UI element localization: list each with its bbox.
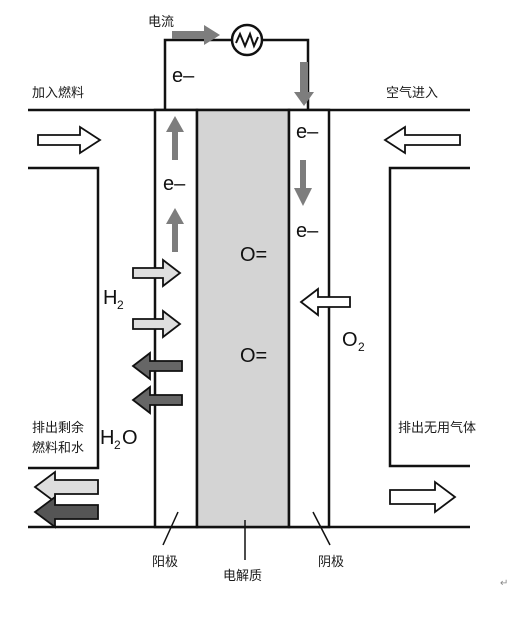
h2o-arrow-icon bbox=[131, 351, 183, 381]
electrolyte-layer bbox=[195, 108, 291, 529]
svg-text:H: H bbox=[100, 427, 114, 449]
svg-text:H: H bbox=[103, 287, 117, 309]
air-inlet-arrow-icon bbox=[383, 125, 461, 155]
exhaust-left-label-2: 燃料和水 bbox=[32, 440, 84, 456]
h2-formula: H 2 bbox=[103, 287, 124, 312]
electrolyte-label: 电解质 bbox=[223, 569, 262, 584]
cathode-plate bbox=[287, 108, 331, 529]
fuel-inlet-arrow-icon bbox=[37, 125, 102, 155]
svg-text:2: 2 bbox=[117, 298, 124, 312]
svg-text:2: 2 bbox=[114, 438, 121, 452]
air-channel-wall bbox=[388, 166, 470, 468]
oxide-ion-label-2: O= bbox=[240, 345, 267, 367]
air-in-label: 空气进入 bbox=[386, 85, 438, 101]
fuel-in-label: 加入燃料 bbox=[32, 85, 84, 101]
electron-label-anode-1: e– bbox=[163, 173, 186, 195]
anode-leader-line bbox=[162, 511, 179, 546]
exhaust-right-label: 排出无用气体 bbox=[398, 420, 476, 436]
o2-arrow-icon bbox=[299, 287, 351, 317]
h2-arrow-icon bbox=[132, 309, 182, 339]
current-arrow-icon bbox=[172, 25, 220, 45]
electron-label-cathode-2: e– bbox=[296, 220, 319, 242]
electron-label-cathode-1: e– bbox=[296, 121, 319, 143]
electron-down-arrow-icon bbox=[294, 160, 312, 206]
electron-label-circuit: e– bbox=[172, 65, 195, 87]
anode-label: 阳极 bbox=[152, 555, 178, 570]
fuel-channel-wall bbox=[28, 166, 100, 470]
h2o-arrow-icon bbox=[131, 385, 183, 415]
current-label: 电流 bbox=[148, 15, 174, 30]
external-circuit: 电流 e– bbox=[148, 15, 314, 110]
h2o-formula: H 2 O bbox=[100, 427, 138, 452]
exhaust-right-arrow-icon bbox=[389, 480, 457, 514]
electron-up-arrow-icon bbox=[166, 116, 184, 160]
exhaust-left-label-1: 排出剩余 bbox=[32, 420, 84, 436]
exhaust-left-arrow-icon bbox=[33, 470, 99, 504]
oxide-ion-label-1: O= bbox=[240, 244, 267, 266]
svg-text:O: O bbox=[342, 329, 358, 351]
resistor-zigzag-icon bbox=[235, 31, 259, 49]
svg-text:O: O bbox=[122, 427, 138, 449]
electron-up-arrow-icon bbox=[166, 208, 184, 252]
cathode-leader-line bbox=[312, 511, 331, 546]
cathode-label: 阴极 bbox=[318, 555, 344, 570]
return-mark: ↵ bbox=[500, 578, 508, 589]
svg-text:2: 2 bbox=[358, 340, 365, 354]
o2-formula: O 2 bbox=[342, 329, 365, 354]
electron-down-arrow-icon bbox=[294, 62, 314, 106]
h2-arrow-icon bbox=[132, 258, 182, 288]
exhaust-left-arrow-icon bbox=[33, 495, 99, 529]
